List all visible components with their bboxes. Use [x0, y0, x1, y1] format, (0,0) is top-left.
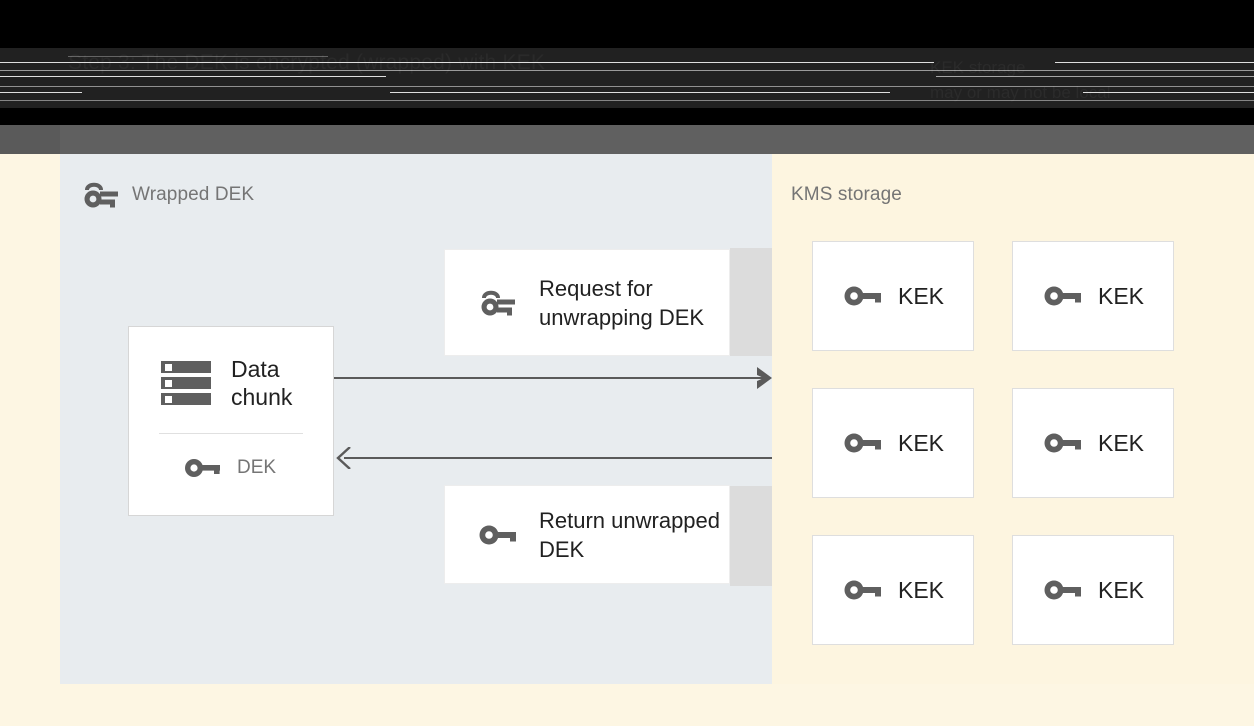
header-title-right-line2: may or may not be local [930, 83, 1111, 102]
kek-grid: KEK KEK KEK [812, 241, 1174, 645]
kek-label: KEK [897, 429, 945, 456]
header-grey-band-left [0, 125, 60, 154]
key-icon [1042, 577, 1082, 603]
data-chunk-divider [159, 433, 303, 434]
return-message-text: Return unwrapped DEK [539, 507, 721, 562]
header-title-right-line1: KEK storage [930, 58, 1026, 77]
key-icon [842, 283, 882, 309]
data-chunk-title: Data chunk [231, 356, 293, 410]
kek-label: KEK [1097, 576, 1145, 603]
return-card-shadow-strip [730, 486, 772, 586]
kek-card[interactable]: KEK [812, 535, 974, 645]
key-icon [477, 522, 517, 548]
storage-server-icon [159, 360, 213, 406]
kek-card[interactable]: KEK [1012, 535, 1174, 645]
data-chunk-card[interactable]: Data chunk DEK [128, 326, 334, 516]
data-chunk-key-row: DEK [129, 434, 333, 480]
return-arrow-line [344, 457, 772, 459]
return-message-card[interactable]: Return unwrapped DEK [444, 485, 730, 584]
kek-card[interactable]: KEK [1012, 241, 1174, 351]
header-inner-band [0, 48, 1254, 108]
kek-label: KEK [897, 282, 945, 309]
kek-card[interactable]: KEK [812, 388, 974, 498]
key-icon [1042, 430, 1082, 456]
wrapped-dek-label: Wrapped DEK [132, 184, 255, 205]
kek-card[interactable]: KEK [1012, 388, 1174, 498]
header-grey-band [0, 125, 1254, 154]
request-arrow-line [334, 377, 766, 379]
key-icon [1042, 283, 1082, 309]
wrapped-key-icon [477, 287, 517, 319]
header-bar: Step 3: The DEK is encrypted (wrapped) w… [0, 0, 1254, 125]
key-icon [183, 456, 221, 480]
wrapped-key-icon [80, 180, 120, 210]
key-icon [842, 430, 882, 456]
request-card-shadow-strip [730, 248, 772, 356]
key-icon [842, 577, 882, 603]
data-chunk-key-label: DEK [237, 457, 277, 478]
return-arrow-head-icon [336, 446, 352, 474]
header-title-right: KEK storage may or may not be local [930, 55, 1250, 105]
scanline-artifacts [0, 0, 1254, 125]
data-chunk-header: Data chunk [129, 327, 333, 411]
kek-label: KEK [1097, 282, 1145, 309]
request-message-text: Request for unwrapping DEK [539, 275, 705, 330]
kek-label: KEK [1097, 429, 1145, 456]
kms-storage-label: KMS storage [791, 184, 902, 205]
kek-label: KEK [897, 576, 945, 603]
kek-card[interactable]: KEK [812, 241, 974, 351]
request-arrow-head-icon [755, 367, 775, 394]
request-message-card[interactable]: Request for unwrapping DEK [444, 249, 730, 356]
